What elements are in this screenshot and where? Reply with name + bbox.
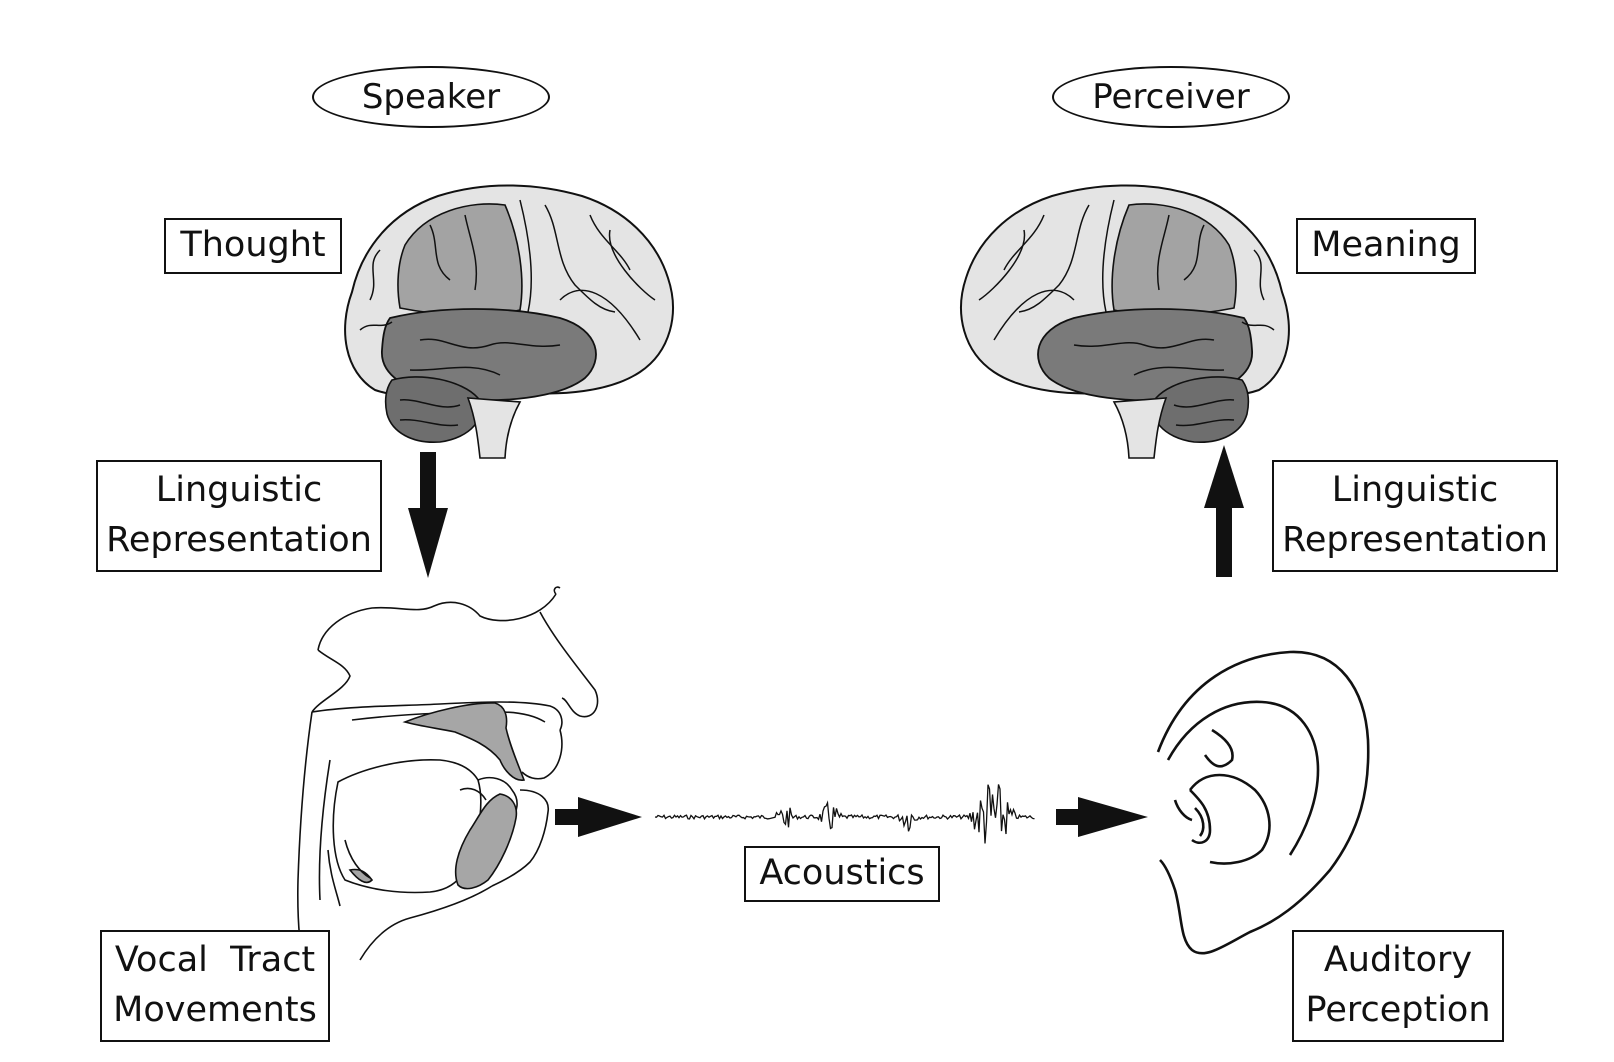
perceiver-linguistic-representation-box: Linguistic Representation <box>1272 460 1558 572</box>
speaker-brain-icon <box>344 184 674 459</box>
speaker-linguistic-representation-box: Linguistic Representation <box>96 460 382 572</box>
speaker-linguistic-line2: Representation <box>106 520 372 560</box>
waveform-icon <box>654 784 1035 844</box>
vocal-tract-movements-box: Vocal Tract Movements <box>100 930 330 1042</box>
speaker-label: Speaker <box>312 66 550 128</box>
down-arrow-icon <box>408 452 448 578</box>
vocal-tract-icon <box>297 586 599 973</box>
right-arrow-icon <box>1056 797 1148 837</box>
ear-icon <box>1156 650 1370 955</box>
auditory-perception-box: Auditory Perception <box>1292 930 1504 1042</box>
thought-box: Thought <box>164 218 342 274</box>
auditory-line1: Auditory <box>1323 940 1473 980</box>
speaker-linguistic-line1: Linguistic <box>155 470 323 510</box>
perceiver-linguistic-line2: Representation <box>1282 520 1548 560</box>
vocal-tract-line2: Movements <box>113 990 317 1030</box>
up-arrow-icon <box>1204 445 1244 577</box>
acoustics-box: Acoustics <box>744 846 940 902</box>
perceiver-label: Perceiver <box>1052 66 1290 128</box>
perceiver-brain-icon <box>960 184 1290 459</box>
auditory-line2: Perception <box>1305 990 1491 1030</box>
meaning-box: Meaning <box>1296 218 1476 274</box>
vocal-tract-line1: Vocal Tract <box>114 940 316 980</box>
right-arrow-icon <box>555 797 642 837</box>
perceiver-linguistic-line1: Linguistic <box>1331 470 1499 510</box>
